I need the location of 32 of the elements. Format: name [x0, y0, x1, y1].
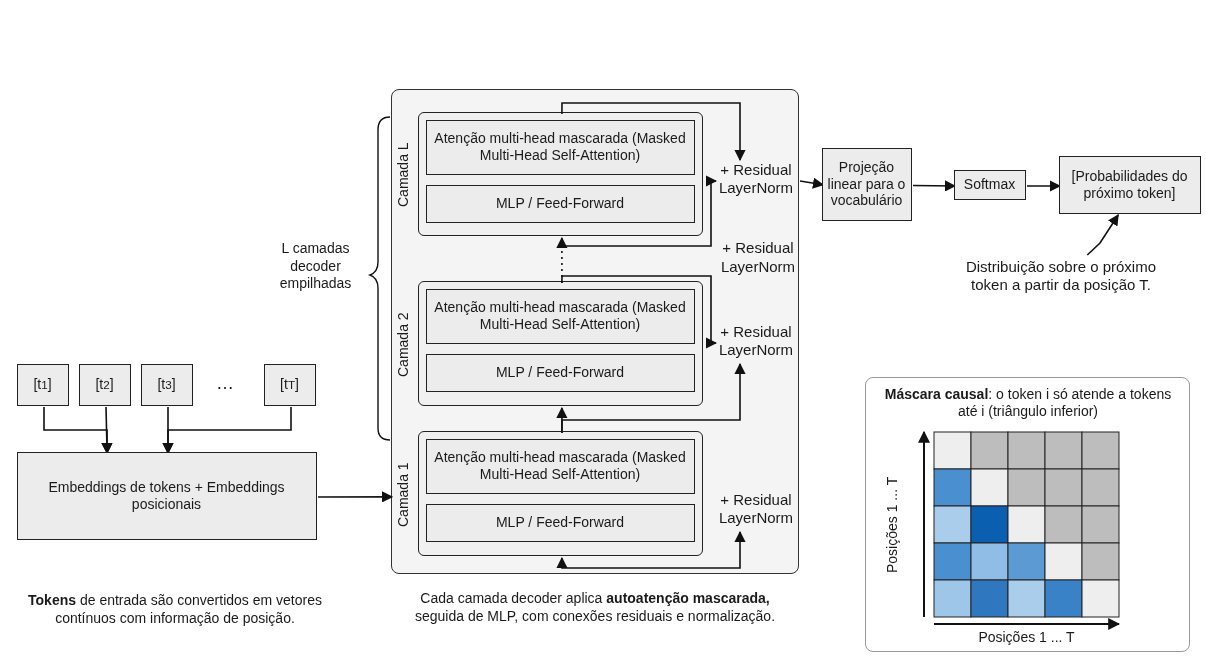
feed-forward-box: MLP / Feed-Forward — [425, 503, 695, 542]
annotation-text: Distribuição sobre o próximo token a partir da posição T. — [948, 253, 1174, 299]
layer-title: Camada 1 — [395, 461, 411, 529]
residual-norm-text: + Residual LayerNorm — [719, 238, 797, 277]
attention-box: Atenção multi-head mascarada (Masked Multi-Head Self-Attention) — [425, 288, 695, 344]
panel-heading: Máscara causal: o token i só atende a tokens até i (triângulo inferior) — [883, 385, 1173, 421]
residual-norm-text: + Residual LayerNorm — [714, 488, 798, 530]
arrow — [1086, 214, 1119, 256]
caption-text: Tokens de entrada são convertidos em vetores contínuos com informação de posição. — [27, 592, 323, 627]
output-box: [Probabilidades do próximo token] — [1058, 155, 1201, 214]
arrow — [561, 175, 718, 247]
embedding-box: Embeddings de tokens + Embeddings posicionais — [16, 451, 317, 540]
mask-panel — [864, 376, 1190, 652]
arrow — [561, 275, 718, 349]
caption-text: Cada camada decoder aplica autoatenção mascarada, seguida de MLP, com conexões residuais e normalização. — [413, 590, 777, 625]
attention-box: Atenção multi-head mascarada (Masked Multi-Head Self-Attention) — [425, 119, 695, 175]
arrow — [561, 102, 746, 162]
layer-title: Camada L — [395, 141, 411, 210]
attention-box: Atenção multi-head mascarada (Masked Multi-Head Self-Attention) — [425, 438, 695, 494]
feed-forward-box: MLP / Feed-Forward — [425, 184, 695, 223]
residual-norm-text: + Residual LayerNorm — [714, 158, 798, 200]
feed-forward-box: MLP / Feed-Forward — [425, 353, 695, 392]
layer-title: Camada 2 — [395, 311, 411, 379]
decoder-stack-panel — [390, 88, 799, 574]
arrow — [556, 530, 746, 569]
axis-label: Posições 1 ... T — [977, 629, 1076, 647]
stack-caption: L camadas decoder empilhadas — [278, 240, 353, 293]
ellipsis-text: … — [215, 372, 235, 395]
softmax-box: Softmax — [953, 169, 1026, 200]
projection-box: Projeção linear para o vocabulário — [821, 147, 912, 221]
residual-norm-text: + Residual LayerNorm — [714, 320, 798, 362]
axis-label: Posições 1 ... T — [884, 475, 901, 575]
